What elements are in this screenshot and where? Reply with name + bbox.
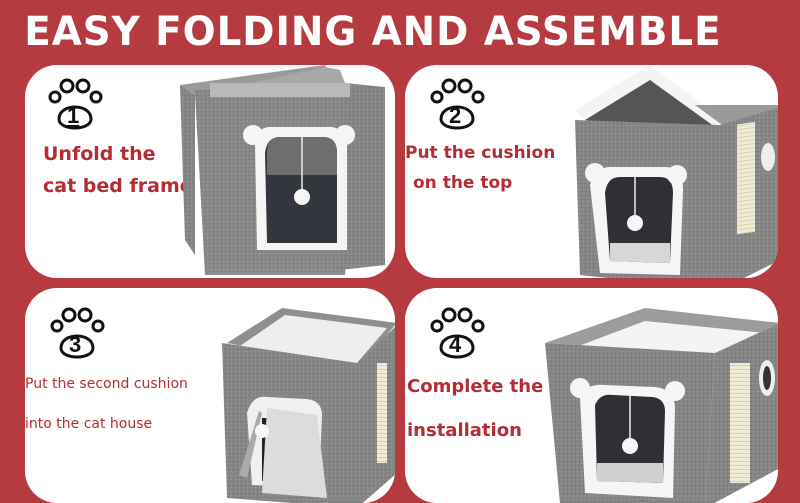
step-2-caption-line2: on the top [413, 173, 513, 193]
second-cushion-photo [222, 308, 395, 503]
step-2-panel: 2 Put the cushion on the top [405, 65, 778, 278]
cushion-on-top-photo [575, 65, 778, 278]
step-number: 4 [449, 332, 462, 357]
step-3-panel: 3 Put the second cushion into the cat ho… [25, 288, 395, 503]
step-4-caption-line1: Complete the [407, 376, 544, 397]
completed-cat-house-photo [545, 308, 778, 503]
step-2-caption-line1: Put the cushion [405, 143, 556, 163]
step-3-caption-line2: into the cat house [25, 416, 153, 432]
paw-icon: 3 [47, 306, 109, 364]
paw-icon: 4 [427, 306, 489, 364]
folded-cat-house-photo [180, 65, 385, 275]
step-1-caption-line2: cat bed frame [43, 175, 193, 197]
step-4-panel: 4 Complete the installation [405, 288, 778, 503]
step-number: 3 [69, 332, 82, 357]
paw-icon: 2 [427, 77, 489, 135]
step-4-caption-line2: installation [407, 420, 522, 441]
step-1-panel: 1 Unfold the cat bed frame [25, 65, 395, 278]
step-1-caption-line1: Unfold the [43, 143, 156, 165]
page-title: EASY FOLDING AND ASSEMBLE [24, 9, 722, 55]
step-3-caption-line1: Put the second cushion [25, 376, 188, 392]
step-number: 2 [449, 103, 462, 128]
step-number: 1 [67, 103, 80, 128]
paw-icon: 1 [45, 77, 107, 135]
